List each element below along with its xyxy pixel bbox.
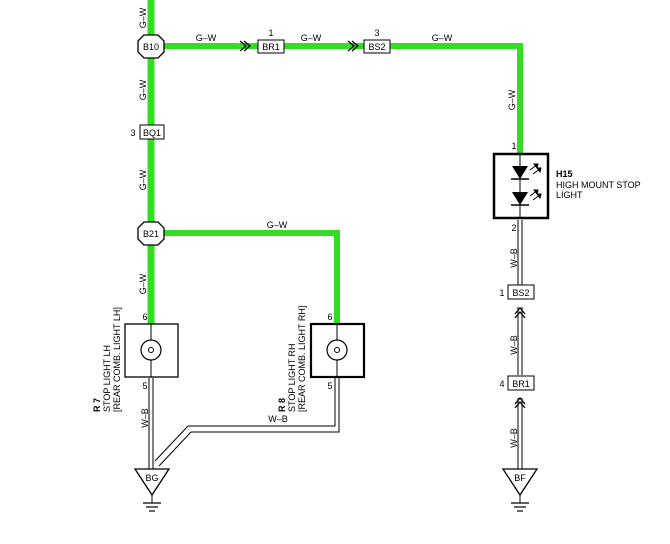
wire-label: G–W [196, 33, 217, 43]
component-name-2: LIGHT [556, 190, 583, 200]
connector-chevrons-right [514, 306, 526, 409]
wire-label: G–W [138, 79, 148, 100]
led-icon [512, 166, 528, 179]
chevron-icon [514, 396, 526, 405]
wire-label: G–W [507, 89, 517, 110]
wire-bs2-to-h15 [387, 43, 523, 157]
bulb-filament-icon [334, 347, 340, 353]
component-subname: [REAR COMB. LIGHT LH] [112, 307, 122, 412]
connector-chevrons-top [239, 40, 360, 52]
chevron-icon [514, 306, 526, 315]
wire-label: W–B [509, 248, 519, 268]
connector-label: BQ1 [143, 128, 161, 138]
connector-br1-right: BR1 4 [499, 375, 535, 391]
pin-bottom: 2 [511, 223, 516, 233]
wire-label: G–W [138, 273, 148, 294]
connector-label: BR1 [512, 379, 530, 389]
connector-pin: 1 [268, 28, 273, 38]
connector-label: BS2 [368, 42, 385, 52]
ground-label: BG [145, 473, 158, 483]
light-emission-icon [529, 163, 542, 201]
ground-bf: BF [501, 468, 539, 512]
component-subname: [REAR COMB. LIGHT RH] [297, 306, 307, 412]
splice-octagon-icon [137, 221, 165, 246]
connector-br1-top: BR1 1 [257, 28, 285, 54]
splice-b21: B21 [137, 221, 165, 246]
wire-label: G–W [301, 33, 322, 43]
chevron-icon [514, 400, 526, 409]
connector-label: BS2 [512, 288, 529, 298]
led-icon [512, 192, 528, 205]
component-h15-high-mount-stop-light: 1 2 H15 HIGH MOUNT STOP LIGHT [492, 141, 641, 233]
component-name: STOP LIGHT LH [102, 345, 112, 412]
ground-bg: BG [133, 468, 171, 512]
live-wires [147, 0, 523, 327]
chevron-icon [347, 40, 356, 52]
connector-bq1: BQ1 3 [130, 124, 165, 140]
chevron-icon [243, 40, 252, 52]
splice-b10: B10 [137, 34, 165, 59]
wire-label: G–W [138, 169, 148, 190]
wire-b21-to-r8 [160, 230, 340, 326]
component-id: R 8 [277, 398, 287, 412]
pin-bottom: 5 [142, 381, 147, 391]
connector-pin: 4 [499, 379, 504, 389]
wire-label: W–B [509, 335, 519, 355]
wire-label: W–B [140, 408, 150, 428]
connector-bs2-top: BS2 3 [363, 28, 391, 54]
wire-labels: G–W G–W G–W G–W W–B G–W G–W G–W G–W G–W … [138, 7, 519, 448]
chevron-icon [514, 310, 526, 319]
wire-label: W–B [268, 414, 288, 424]
connector-pin: 3 [374, 28, 379, 38]
wire-label: G–W [138, 7, 148, 28]
splice-label: B21 [143, 229, 159, 239]
ground-triangle-icon [133, 468, 171, 497]
connector-bs2-right: BS2 1 [499, 284, 535, 300]
wire-label: G–W [267, 220, 288, 230]
chevron-icon [351, 40, 360, 52]
component-id: H15 [556, 169, 573, 179]
wire-r8-to-bg-2 [158, 378, 340, 467]
wire-r8-to-bg [154, 378, 336, 462]
component-name: STOP LIGHT RH [287, 343, 297, 412]
bulb-filament-icon [148, 347, 154, 353]
chevron-icon [239, 40, 248, 52]
component-r7-stop-light-lh: 6 5 R 7 STOP LIGHT LH [REAR COMB. LIGHT … [92, 307, 179, 412]
ground-label: BF [514, 473, 526, 483]
connector-pin: 1 [499, 288, 504, 298]
connector-pin: 3 [130, 128, 135, 138]
component-box [492, 152, 550, 220]
wire-label: G–W [432, 33, 453, 43]
component-id: R 7 [92, 398, 102, 412]
component-name: HIGH MOUNT STOP [556, 180, 641, 190]
pin-top: 6 [142, 312, 147, 322]
ground-triangle-icon [501, 468, 539, 497]
pin-bottom: 5 [327, 381, 332, 391]
wire-label: W–B [509, 428, 519, 448]
splice-label: B10 [143, 42, 159, 52]
ground-wires [148, 220, 523, 470]
connector-label: BR1 [262, 42, 280, 52]
pin-top: 1 [511, 141, 516, 151]
pin-top: 6 [327, 312, 332, 322]
component-r8-stop-light-rh: 6 5 R 8 STOP LIGHT RH [REAR COMB. LIGHT … [277, 306, 366, 412]
splice-octagon-icon [137, 34, 165, 59]
